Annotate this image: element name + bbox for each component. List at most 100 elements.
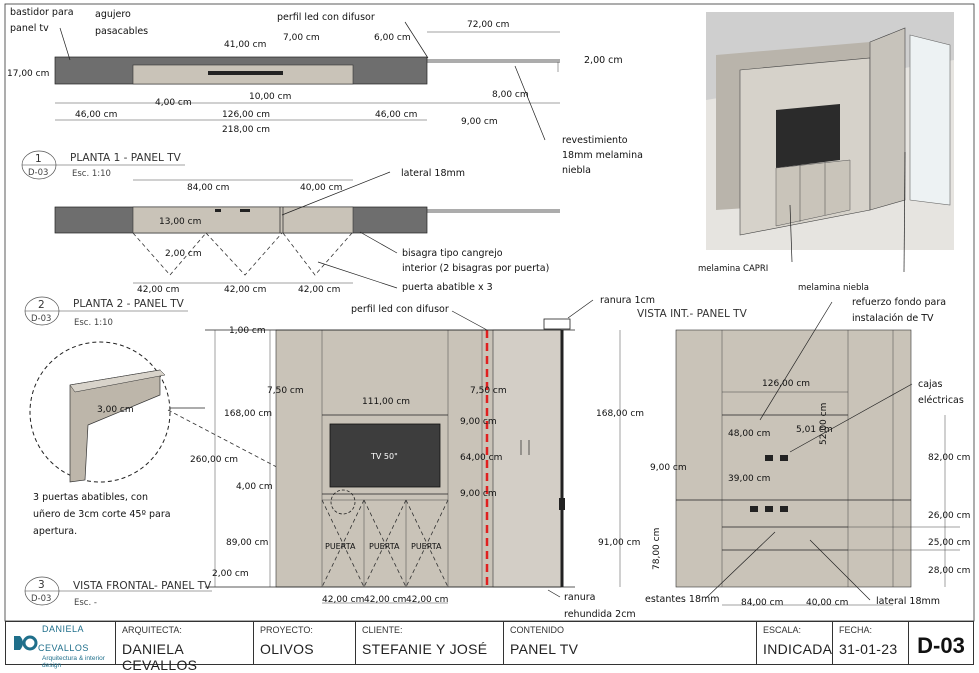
leader-led-front: [451, 310, 488, 331]
tb-fecha-label: FECHA:: [839, 625, 873, 635]
electric-box-1: [765, 455, 773, 461]
tb-code-value: D-03: [917, 633, 965, 658]
p1-dim-46b: 46,00 cm: [375, 110, 417, 120]
id-5: 5,01 cm: [796, 425, 833, 435]
door-x-2: [363, 499, 407, 588]
fd-91: 91,00 cm: [598, 538, 640, 548]
id-78: 78,00 cm: [652, 528, 662, 570]
interior-view: VISTA INT.- PANEL TV refuerzo fondo para…: [637, 297, 970, 608]
p2-dim-42b: 42,00 cm: [224, 285, 266, 295]
electric-box-4: [765, 506, 773, 512]
leader-refuerzo: [759, 301, 833, 421]
label-agujero-2: pasacables: [95, 26, 148, 37]
top-slot: [543, 318, 571, 330]
door-x-3: [405, 499, 449, 588]
fd-7-5b: 7,50 cm: [470, 386, 507, 396]
id-26: 26,00 cm: [928, 511, 970, 521]
p1-dim-6: 6,00 cm: [374, 33, 411, 43]
leader-niebla: [903, 151, 906, 273]
door-label-3: PUERTA: [411, 542, 442, 551]
fd-42a: 42,00 cm: [322, 595, 364, 605]
id-9: 9,00 cm: [650, 463, 687, 473]
render-window: [909, 34, 951, 206]
leader-cajas: [789, 383, 913, 453]
label-bisagra-1: bisagra tipo cangrejo: [402, 248, 503, 259]
label-perfil-led-front: perfil led con difusor: [351, 304, 449, 315]
tb-escala-label: ESCALA:: [763, 625, 802, 635]
p1-dim-2: 2,00 cm: [584, 55, 623, 66]
p1-dim-4: 4,00 cm: [155, 98, 192, 108]
p2-dim-84: 84,00 cm: [187, 183, 229, 193]
tb-proyecto: PROYECTO: OLIVOS: [254, 622, 356, 664]
render-tv: [776, 104, 840, 168]
fd-9a: 9,00 cm: [460, 417, 497, 427]
label-puerta-x3: puerta abatible x 3: [402, 282, 493, 293]
electric-box-3: [750, 506, 758, 512]
tb-contenido: CONTENIDO PANEL TV: [504, 622, 757, 664]
fd-1: 1,00 cm: [229, 326, 266, 336]
logo-name: DANIELA CEVALLOS: [38, 624, 89, 653]
plan1-leader-revest: [514, 65, 546, 141]
interior-title: VISTA INT.- PANEL TV: [637, 308, 748, 320]
tb-escala-value: INDICADA: [763, 641, 833, 657]
fd-111: 111,00 cm: [362, 397, 410, 407]
tv-screen: [329, 423, 441, 488]
plan1-leader-bastidor: [59, 27, 71, 61]
tb-proyecto-label: PROYECTO:: [260, 625, 313, 635]
id-52: 52,00 cm: [819, 403, 829, 445]
tb-proyecto-value: OLIVOS: [260, 641, 314, 657]
label-cajas-1: cajas: [918, 379, 943, 390]
leader-estantes: [705, 531, 776, 599]
door-label-1: PUERTA: [325, 542, 356, 551]
plan2-leader-lateral: [281, 171, 391, 216]
door-label-2: PUERTA: [369, 542, 400, 551]
label-bastidor-1: bastidor para: [10, 7, 74, 18]
label-refuerzo-2: instalación de TV: [852, 313, 934, 324]
fd-168: 168,00 cm: [224, 409, 272, 419]
tb-arquitecta-label: ARQUITECTA:: [122, 625, 182, 635]
tb-escala: ESCALA: INDICADA: [757, 622, 833, 664]
plan2-scale: Esc. 1:10: [74, 318, 113, 328]
front-side-panel: [492, 329, 562, 588]
logo-icon: [12, 634, 38, 652]
label-niebla: melamina niebla: [798, 283, 869, 293]
id-25: 25,00 cm: [928, 538, 970, 548]
tb-contenido-label: CONTENIDO: [510, 625, 564, 635]
tb-code: D-03: [909, 622, 973, 664]
plan1-cable-hole: [208, 71, 283, 75]
id-39: 39,00 cm: [728, 474, 770, 484]
render-side: [869, 27, 906, 211]
front-tag-num: 3: [38, 579, 45, 591]
p2-dim-13: 13,00 cm: [159, 217, 201, 227]
front-elevation: TV 50" PUERTA PUERTA PUERTA perfil led c…: [24, 295, 655, 620]
logo-text: DANIELA CEVALLOS Arquitectura & interior…: [38, 617, 109, 669]
plan2-title: PLANTA 2 - PANEL TV: [73, 298, 185, 310]
label-ranura: ranura: [564, 592, 596, 603]
label-lateral-int: lateral 18mm: [876, 596, 940, 607]
plan1-tag-sheet: D-03: [28, 168, 48, 178]
plan1-title: PLANTA 1 - PANEL TV: [70, 152, 182, 164]
detail-handle: 3,00 cm 3 puertas abatibles, con uñero d…: [29, 341, 331, 537]
label-ranura-1cm: ranura 1cm: [600, 295, 655, 306]
leader-lateral-int: [809, 539, 871, 601]
p1-dim-17: 17,00 cm: [7, 69, 49, 79]
p1-dim-72: 72,00 cm: [467, 20, 509, 30]
id-84: 84,00 cm: [741, 598, 783, 608]
door-x-1: [321, 499, 365, 588]
label-bastidor-2: panel tv: [10, 23, 49, 34]
p2-dim-2: 2,00 cm: [165, 249, 202, 259]
tb-fecha: FECHA: 31-01-23: [833, 622, 909, 664]
label-lateral-18: lateral 18mm: [401, 168, 465, 179]
detail-note-3: apertura.: [33, 526, 77, 537]
label-agujero-1: agujero: [95, 9, 131, 20]
fd-168-right: 168,00 cm: [596, 409, 644, 419]
tv-label: TV 50": [370, 452, 398, 461]
label-perfil-led: perfil led con difusor: [277, 12, 375, 23]
plan2-mark-a: [215, 209, 221, 212]
tb-cliente: CLIENTE: STEFANIE Y JOSÉ: [356, 622, 504, 664]
tb-cliente-value: STEFANIE Y JOSÉ: [362, 641, 488, 657]
id-28: 28,00 cm: [928, 566, 970, 576]
side-bracket: [559, 498, 565, 510]
